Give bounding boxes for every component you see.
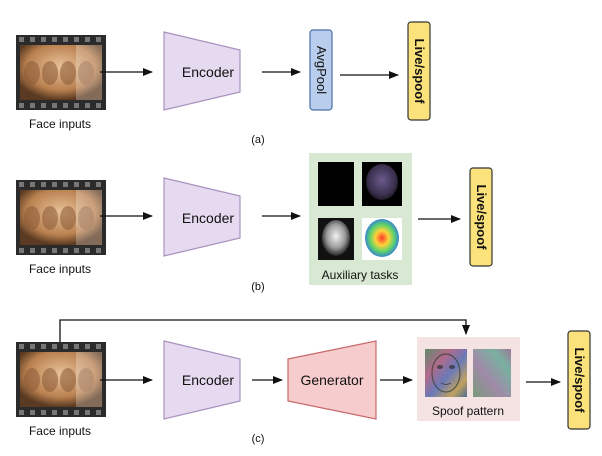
spoof-pattern-face-image: [425, 349, 467, 397]
face-inputs-label: Face inputs: [29, 424, 91, 438]
spoof-pattern-label: Spoof pattern: [432, 404, 504, 418]
panel-a: Face inputs Encoder AvgPool Live/spoof (…: [16, 21, 431, 146]
aux-depth-map-image: [318, 218, 354, 260]
panel-b: Face inputs Encoder Auxiliary tasks Live…: [16, 153, 493, 293]
encoder-block-c: [163, 340, 241, 420]
face-inputs-label: Face inputs: [29, 262, 91, 276]
face-input-filmstrip-a: [16, 35, 106, 110]
aux-tasks-label: Auxiliary tasks: [322, 268, 399, 282]
panel-c: Face inputs Encoder Generator Spoof patt…: [16, 319, 591, 445]
live-spoof-output-c: [567, 330, 591, 430]
encoder-label: Encoder: [182, 64, 234, 80]
live-spoof-label: Live/spoof: [412, 38, 427, 104]
aux-heatmap-image: [362, 218, 402, 260]
face-input-filmstrip-c: [16, 342, 106, 417]
live-spoof-label: Live/spoof: [474, 184, 489, 250]
encoder-label: Encoder: [182, 210, 234, 226]
generator-label: Generator: [300, 372, 363, 388]
skip-connection-arrow: [59, 319, 470, 342]
avgpool-block: [309, 29, 333, 111]
aux-black-map-image: [318, 162, 354, 206]
face-inputs-label: Face inputs: [29, 117, 91, 131]
live-spoof-label: Live/spoof: [572, 347, 587, 413]
auxiliary-tasks-panel: Auxiliary tasks: [309, 153, 412, 285]
encoder-block-a: [163, 31, 241, 111]
avgpool-label: AvgPool: [314, 46, 329, 94]
spoof-pattern-panel: Spoof pattern: [417, 337, 520, 421]
generator-block: [287, 340, 377, 420]
face-input-filmstrip-b: [16, 180, 106, 255]
caption-a: (a): [251, 134, 264, 146]
encoder-block-b: [163, 177, 241, 257]
caption-b: (b): [251, 281, 264, 293]
caption-c: (c): [252, 433, 265, 445]
aux-reflection-map-image: [362, 162, 402, 206]
encoder-label: Encoder: [182, 372, 234, 388]
live-spoof-output-a: [407, 21, 431, 121]
spoof-pattern-texture-image: [473, 349, 511, 397]
live-spoof-output-b: [469, 167, 493, 267]
